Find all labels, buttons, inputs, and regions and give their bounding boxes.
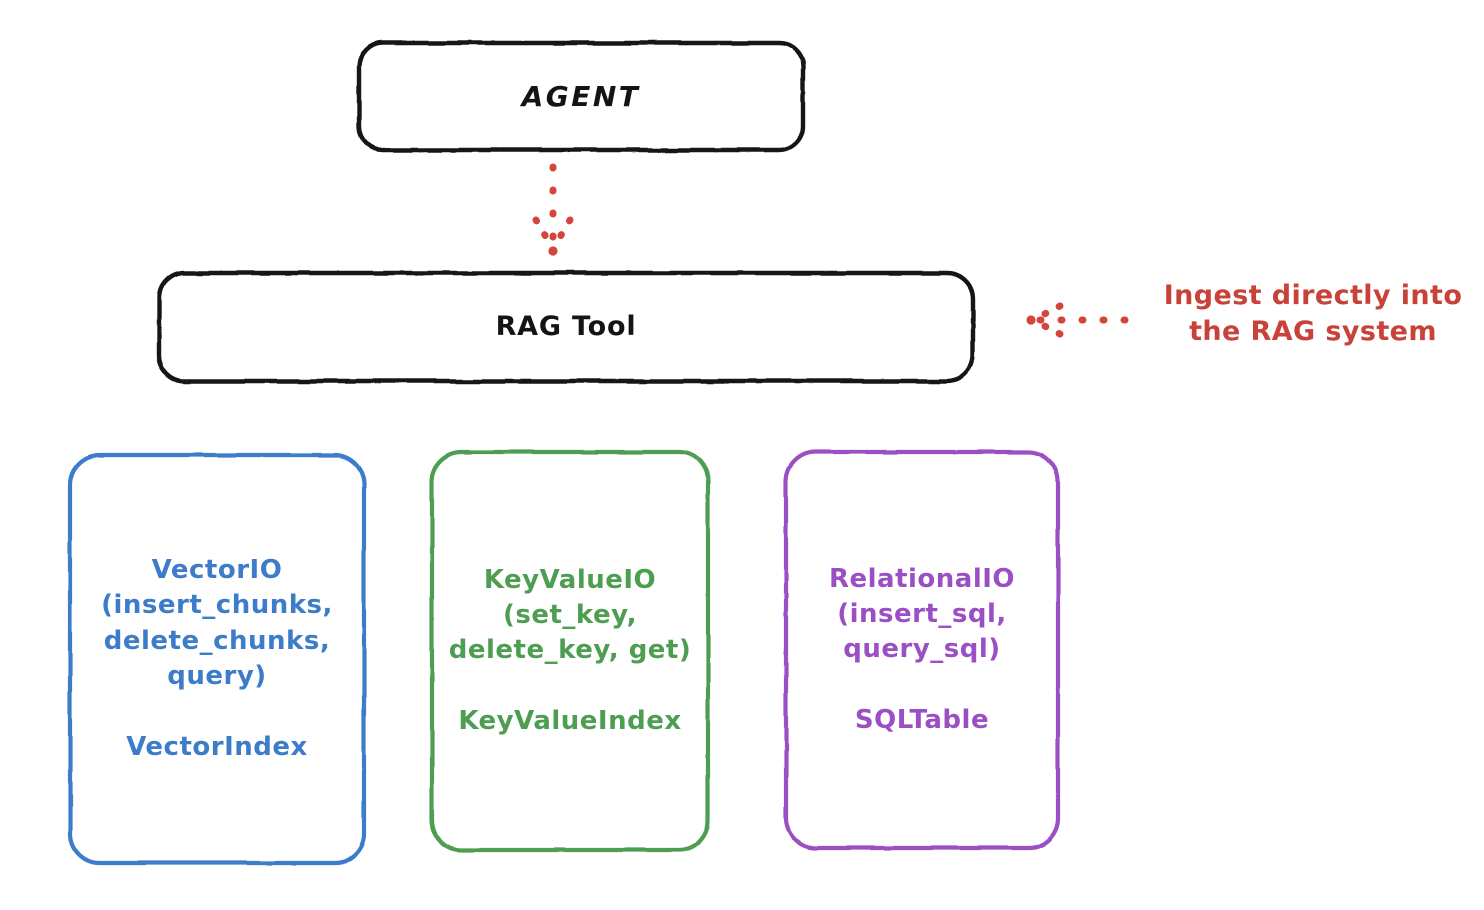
ingest-to-rag-arrow	[1026, 302, 1129, 338]
keyvalueio-box[interactable]: KeyValueIO (set_key, delete_key, get) Ke…	[430, 450, 710, 852]
ingest-annotation-label: Ingest directly into the RAG system	[1163, 280, 1463, 347]
vectorio-label: VectorIO (insert_chunks, delete_chunks, …	[101, 554, 333, 762]
relationalio-box[interactable]: RelationalIO (insert_sql, query_sql) SQL…	[784, 450, 1060, 850]
agent-to-rag-arrow	[532, 163, 574, 256]
relationalio-label: RelationalIO (insert_sql, query_sql) SQL…	[828, 563, 1016, 736]
vectorio-box[interactable]: VectorIO (insert_chunks, delete_chunks, …	[68, 453, 366, 865]
rag-tool-box-outline	[156, 270, 976, 384]
relationalio-box-outline	[783, 449, 1061, 851]
agent-box[interactable]: AGENT	[357, 41, 805, 152]
rag-tool-label: RAG Tool	[495, 310, 637, 342]
keyvalueio-label: KeyValueIO (set_key, delete_key, get) Ke…	[448, 564, 692, 737]
agent-label: AGENT	[521, 79, 641, 113]
agent-box-outline	[356, 40, 806, 153]
keyvalueio-box-outline	[429, 449, 711, 853]
vectorio-box-outline	[67, 452, 367, 866]
rag-tool-box[interactable]: RAG Tool	[157, 271, 975, 383]
